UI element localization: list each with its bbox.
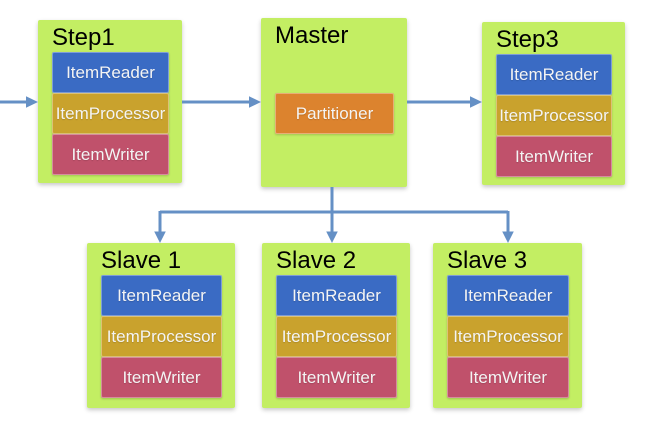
node-title: Step3 — [496, 26, 559, 53]
arrowhead-master-to-slave1 — [154, 231, 166, 243]
node-slave3: Slave 3 ItemReader ItemProcessor ItemWri… — [433, 243, 582, 408]
itemprocessor-bar: ItemProcessor — [276, 316, 397, 357]
itemreader-bar: ItemReader — [101, 275, 222, 316]
bar-stack: ItemReader ItemProcessor ItemWriter — [52, 52, 169, 175]
bar-stack: ItemReader ItemProcessor ItemWriter — [447, 275, 569, 398]
itemwriter-bar: ItemWriter — [276, 357, 397, 398]
itemwriter-bar: ItemWriter — [496, 136, 612, 177]
node-master: Master Partitioner — [261, 18, 407, 187]
partitioner-bar: Partitioner — [275, 93, 394, 134]
itemprocessor-bar: ItemProcessor — [52, 93, 169, 134]
arrowhead-master-to-slave3 — [502, 231, 514, 243]
itemprocessor-bar: ItemProcessor — [496, 95, 612, 136]
node-step3: Step3 ItemReader ItemProcessor ItemWrite… — [482, 22, 625, 185]
node-title: Slave 1 — [101, 247, 182, 274]
node-title: Master — [275, 22, 349, 49]
arrowhead-step1-to-master — [249, 96, 261, 108]
bar-stack: Partitioner — [275, 93, 394, 134]
itemwriter-bar: ItemWriter — [447, 357, 569, 398]
node-title: Slave 2 — [276, 247, 357, 274]
itemwriter-bar: ItemWriter — [52, 134, 169, 175]
node-title: Step1 — [52, 24, 115, 51]
arrowhead-in-to-step1 — [26, 96, 38, 108]
itemprocessor-bar: ItemProcessor — [101, 316, 222, 357]
node-slave2: Slave 2 ItemReader ItemProcessor ItemWri… — [262, 243, 410, 408]
itemprocessor-bar: ItemProcessor — [447, 316, 569, 357]
itemreader-bar: ItemReader — [447, 275, 569, 316]
bar-stack: ItemReader ItemProcessor ItemWriter — [276, 275, 397, 398]
itemreader-bar: ItemReader — [496, 54, 612, 95]
bar-stack: ItemReader ItemProcessor ItemWriter — [101, 275, 222, 398]
node-title: Slave 3 — [447, 247, 528, 274]
node-slave1: Slave 1 ItemReader ItemProcessor ItemWri… — [87, 243, 235, 408]
arrowhead-master-to-slave2 — [326, 231, 338, 243]
itemwriter-bar: ItemWriter — [101, 357, 222, 398]
bar-stack: ItemReader ItemProcessor ItemWriter — [496, 54, 612, 177]
itemreader-bar: ItemReader — [276, 275, 397, 316]
itemreader-bar: ItemReader — [52, 52, 169, 93]
node-step1: Step1 ItemReader ItemProcessor ItemWrite… — [38, 20, 182, 183]
arrowhead-master-to-step3 — [470, 96, 482, 108]
